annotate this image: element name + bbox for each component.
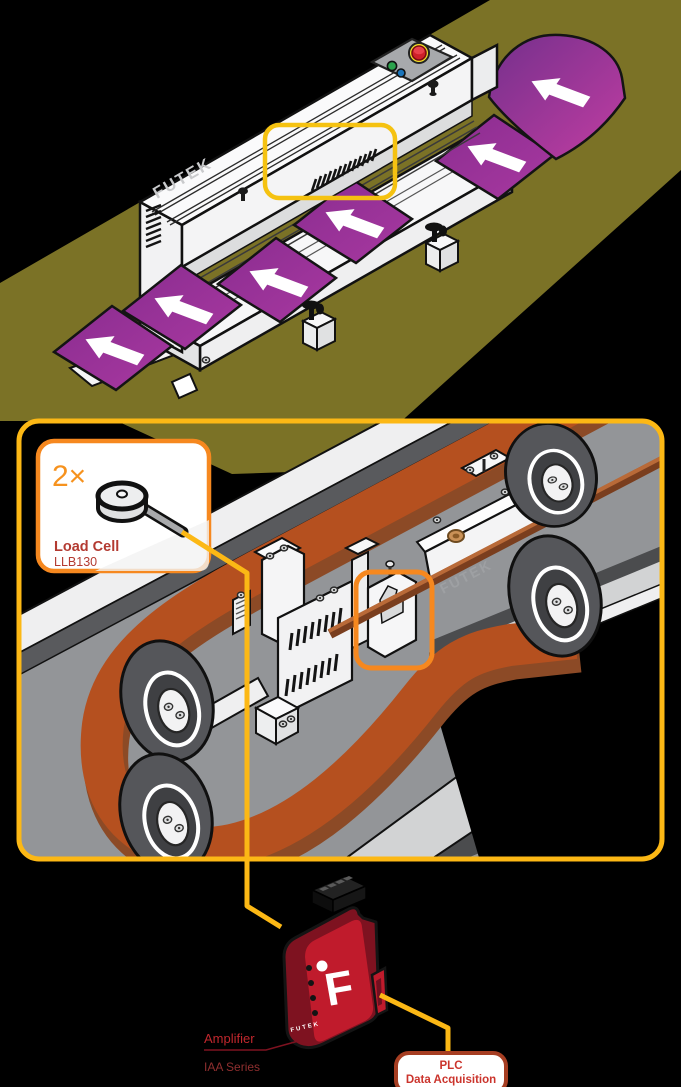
load-cell-illustration <box>95 480 189 538</box>
load-cell-legend: 2× Load Cell LLB130 <box>35 438 212 574</box>
status-leds <box>306 965 318 1016</box>
copper-seal-strip <box>327 455 662 639</box>
amplifier-label-group: Amplifier IAA Series <box>204 1031 303 1074</box>
run-button <box>396 68 406 78</box>
load-cell-name: Load Cell <box>54 539 119 555</box>
amplifier-series-label: IAA Series <box>204 1060 260 1074</box>
quantity-label: 2× <box>52 460 86 493</box>
detail-view-border <box>16 418 665 862</box>
emergency-stop-button <box>408 42 430 64</box>
plc-line1: PLC <box>440 1060 463 1072</box>
signal-wire-plc <box>378 992 451 1056</box>
load-cell-model: LLB130 <box>54 555 97 569</box>
plc-line2: Data Acquisition <box>406 1074 496 1086</box>
adjust-knob-top <box>427 80 439 96</box>
start-button <box>386 60 398 72</box>
seal-area-callout <box>262 122 398 201</box>
signal-wire-loadcell <box>180 529 283 930</box>
band-sealer-machine: FUTEK <box>137 33 499 355</box>
load-cell-callout <box>353 569 435 671</box>
control-panel <box>369 37 455 83</box>
bag-entering-curved <box>487 33 627 161</box>
clamp-foot-right <box>423 222 461 273</box>
mechanism-vents <box>284 607 343 697</box>
adjust-knob-front <box>238 187 248 201</box>
terminal-connector <box>309 874 369 915</box>
din-rail-clip <box>370 965 389 1017</box>
clamp-foot-left <box>300 300 338 352</box>
housing-vents-left <box>145 203 162 249</box>
plc-node: PLC Data Acquisition <box>394 1051 508 1087</box>
amplifier-device: F FUTEK <box>282 874 389 1050</box>
housing-vents-front <box>310 148 378 192</box>
junction-box <box>253 695 301 746</box>
amplifier-label: Amplifier <box>204 1031 255 1046</box>
